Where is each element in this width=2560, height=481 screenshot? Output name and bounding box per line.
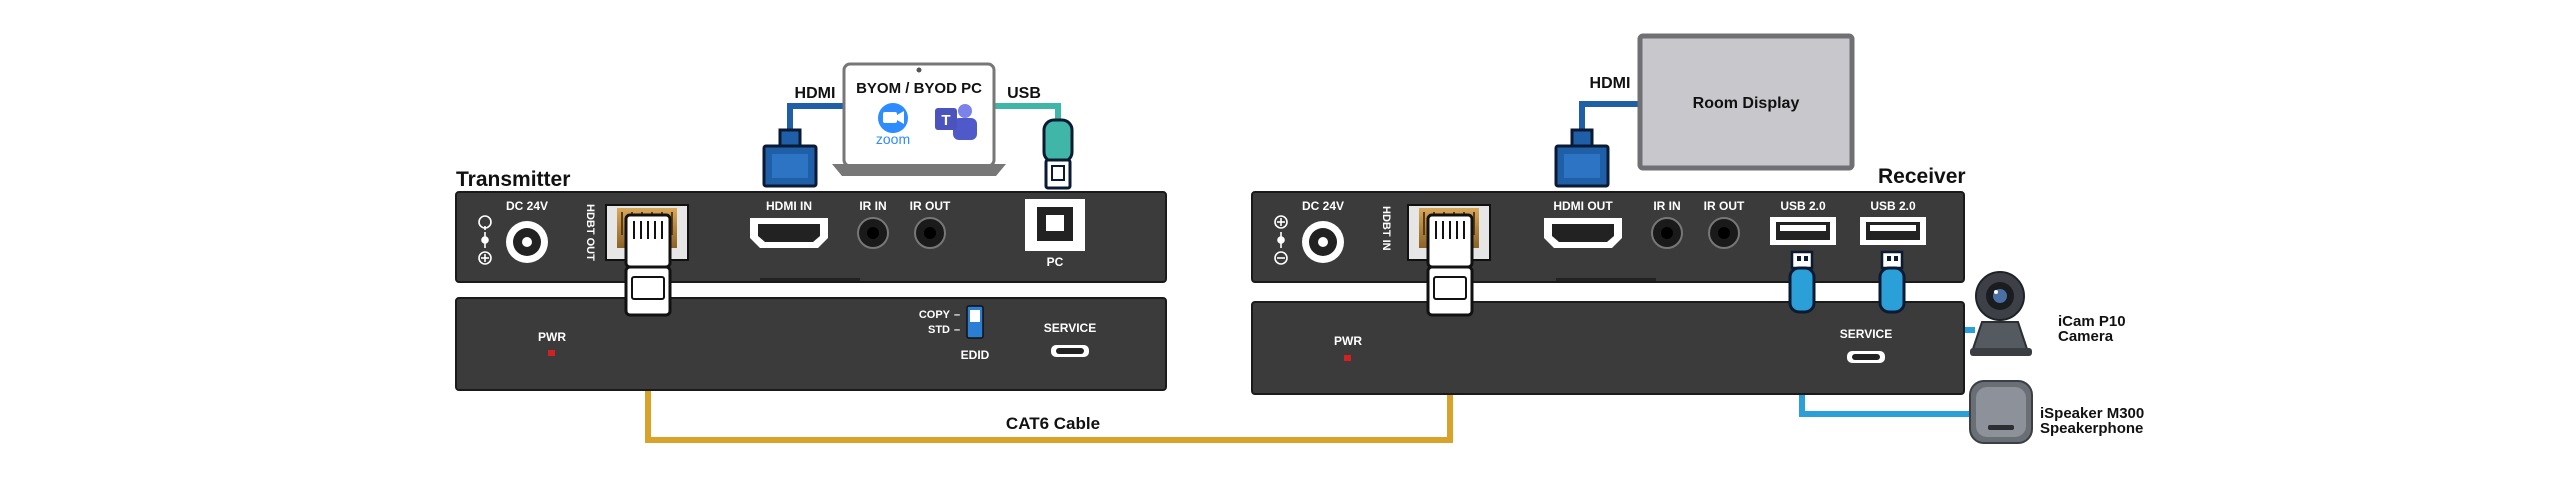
tx-service-label: SERVICE xyxy=(1044,321,1096,335)
speaker-label-line2: Speakerphone xyxy=(2040,420,2143,437)
tx-std-dash: – xyxy=(954,324,960,336)
rx-usb1-port xyxy=(1770,217,1836,245)
rx-hdmi-out-label: HDMI OUT xyxy=(1553,199,1613,213)
cat6-cable-label: CAT6 Cable xyxy=(1006,414,1100,433)
tx-rj45-plug xyxy=(624,213,672,317)
rx-dc-polarity-icon xyxy=(1274,215,1288,265)
tx-hdmi-in-underline xyxy=(760,278,860,281)
tx-dc-jack xyxy=(506,221,548,263)
tx-usb-b-plug xyxy=(1042,118,1074,190)
camera-icon xyxy=(1970,271,2032,356)
camera-label-line2: Camera xyxy=(2058,328,2114,345)
room-display xyxy=(1637,33,1855,171)
rx-hdbt-in-label: HDBT IN xyxy=(1380,206,1392,251)
tx-pc-label: PC xyxy=(1047,255,1064,269)
tx-usb-cable-label: USB xyxy=(1007,85,1041,102)
tx-hdmi-in-label: HDMI IN xyxy=(766,199,812,213)
rx-ir-out-jack xyxy=(1708,217,1740,249)
camera-label-line1: iCam P10 xyxy=(2058,313,2126,330)
tx-edid-label: EDID xyxy=(961,348,990,362)
laptop-title: BYOM / BYOD PC xyxy=(856,80,982,97)
rx-service-port-inner xyxy=(1852,354,1880,360)
rx-hdmi-cable xyxy=(1579,101,1640,133)
tx-dc-label: DC 24V xyxy=(506,199,548,213)
rx-pwr-label: PWR xyxy=(1334,334,1362,348)
rx-usb1-label: USB 2.0 xyxy=(1780,199,1826,213)
tx-pc-usb-b-port xyxy=(1025,199,1085,251)
zoom-icon xyxy=(878,103,908,133)
speaker-label-line1: iSpeaker M300 xyxy=(2040,405,2144,422)
receiver-rear-panel xyxy=(1251,301,1965,395)
rx-pwr-led xyxy=(1344,355,1351,361)
tx-ir-in-label: IR IN xyxy=(859,199,886,213)
laptop-zoom-text: zoom xyxy=(876,131,910,147)
speakerphone-icon xyxy=(1969,380,2033,444)
rx-hdmi-plug xyxy=(1554,128,1610,188)
rx-service-label: SERVICE xyxy=(1840,327,1892,341)
tx-ir-out-label: IR OUT xyxy=(910,199,951,213)
tx-service-port-inner xyxy=(1056,348,1084,354)
tx-ir-in-jack xyxy=(857,217,889,249)
tx-dc-polarity-icon xyxy=(478,215,492,265)
rx-hdmi-out-port xyxy=(1544,218,1622,248)
tx-hdmi-in-port xyxy=(750,218,828,248)
rx-usb2-port xyxy=(1860,217,1926,245)
rx-usb2-plug xyxy=(1878,250,1906,314)
tx-hdbt-out-label: HDBT OUT xyxy=(584,204,596,261)
transmitter-rear-panel xyxy=(455,297,1167,391)
tx-ir-out-jack xyxy=(914,217,946,249)
rx-usb2-label: USB 2.0 xyxy=(1870,199,1916,213)
rx-ir-in-label: IR IN xyxy=(1653,199,1680,213)
tx-usb-cable xyxy=(995,103,1061,120)
tx-pwr-label: PWR xyxy=(538,330,566,344)
tx-copy-dash: – xyxy=(954,309,960,321)
rx-dc-label: DC 24V xyxy=(1302,199,1344,213)
receiver-title: Receiver xyxy=(1878,165,1966,188)
rx-ir-out-label: IR OUT xyxy=(1704,199,1745,213)
teams-icon: T xyxy=(935,104,977,140)
rx-ir-in-jack xyxy=(1651,217,1683,249)
laptop xyxy=(832,62,1006,176)
svg-text:T: T xyxy=(941,112,950,129)
tx-hdmi-cable-label: HDMI xyxy=(795,85,836,102)
tx-pwr-led xyxy=(548,350,555,356)
room-display-label: Room Display xyxy=(1693,95,1800,112)
tx-hdmi-plug xyxy=(762,128,818,188)
rx-usb1-plug xyxy=(1788,250,1816,314)
rx-hdmi-out-underline xyxy=(1556,278,1656,281)
rx-hdmi-cable-label: HDMI xyxy=(1590,75,1631,92)
rx-dc-jack xyxy=(1302,221,1344,263)
tx-copy-label: COPY xyxy=(919,309,951,321)
tx-std-label: STD xyxy=(928,324,950,336)
transmitter-title: Transmitter xyxy=(456,168,570,191)
rx-rj45-plug xyxy=(1426,213,1474,317)
tx-edid-switch xyxy=(966,305,984,339)
